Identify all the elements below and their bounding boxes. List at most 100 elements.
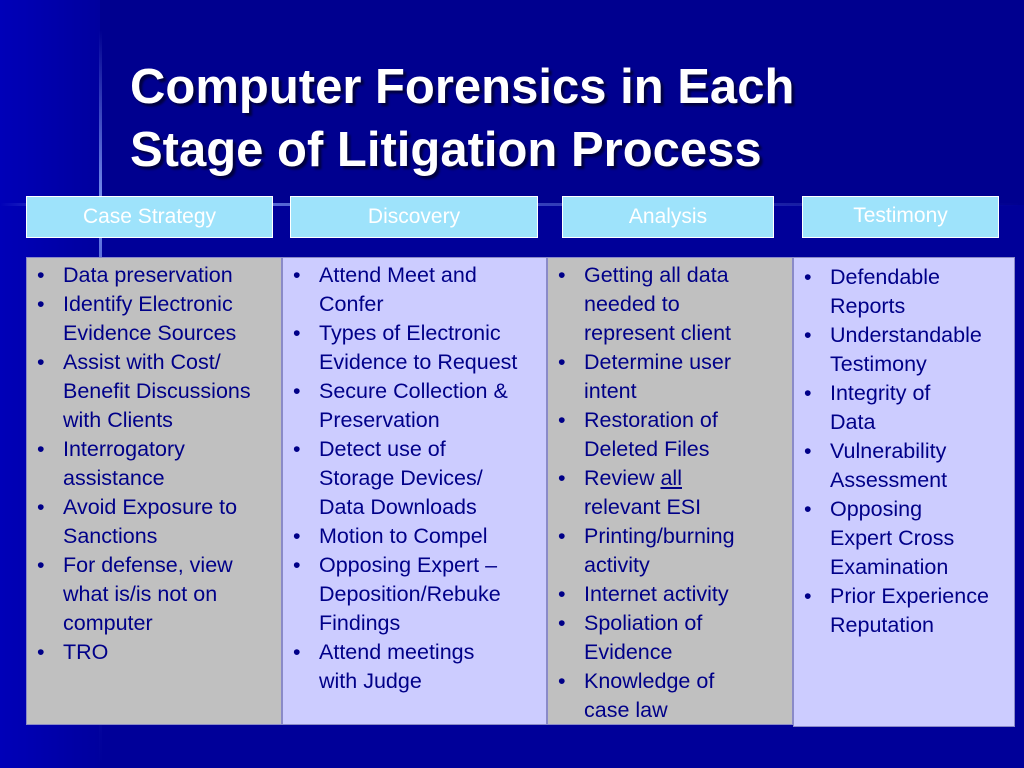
bullet-line: Integrity of: [830, 381, 931, 405]
bullet-line: relevant ESI: [584, 495, 702, 519]
bullet-item: • TRO: [27, 638, 277, 667]
bullet-item: • Spoliation of Evidence: [548, 609, 788, 667]
bullet-item: •Motion to Compel: [283, 522, 542, 551]
bullet-line: Opposing: [830, 497, 923, 521]
bullet-marker: •: [293, 263, 301, 287]
bullet-marker: •: [558, 263, 566, 287]
bullet-item: • Knowledge of case law: [548, 667, 788, 725]
bullet-line: Printing/burning: [584, 524, 735, 548]
bullet-marker: •: [37, 292, 45, 316]
bullet-line: Interrogatory: [63, 437, 185, 461]
bullet-line: Evidence: [584, 640, 673, 664]
bullet-item: • Printing/burning activity: [548, 522, 788, 580]
bullet-item: • Attend meetings with Judge: [283, 638, 542, 696]
bullet-line: with Clients: [63, 408, 173, 432]
bullet-line: Preservation: [319, 408, 440, 432]
bullet-line: Opposing Expert –: [319, 553, 498, 577]
bullet-line: computer: [63, 611, 153, 635]
bullet-line: For defense, view: [63, 553, 233, 577]
bullet-line: Secure Collection &: [319, 379, 508, 403]
bullet-line: Prior Experience: [830, 584, 989, 608]
bullet-item: • Data preservation: [27, 261, 277, 290]
bullet-item: • Internet activity: [548, 580, 788, 609]
bullet-marker: •: [37, 437, 45, 461]
bullet-marker: •: [37, 263, 45, 287]
bullet-line: represent client: [584, 321, 731, 345]
bullet-line: Determine user: [584, 350, 731, 374]
bullet-line: Understandable: [830, 323, 982, 347]
header-case-strategy: Case Strategy: [26, 196, 273, 238]
bullet-item: • Assist with Cost/Benefit Discussions wit…: [27, 348, 277, 435]
bullet-marker: •: [804, 265, 812, 289]
bullet-marker: •: [293, 553, 301, 577]
bullet-line: activity: [584, 553, 650, 577]
bullet-line: Examination: [830, 555, 949, 579]
title-line-2: Stage of Litigation Process: [130, 123, 762, 177]
bullet-line: Internet activity: [584, 582, 729, 606]
bullet-line: Types of Electronic: [319, 321, 501, 345]
bullet-marker: •: [558, 611, 566, 635]
bullet-marker: •: [804, 439, 812, 463]
bullet-line: Benefit Discussions: [63, 379, 251, 403]
bullet-line: Data preservation: [63, 263, 233, 287]
bullet-line: Review all: [584, 466, 682, 490]
bullet-line: what is/is not on: [63, 582, 218, 606]
bullet-line: Evidence to Request: [319, 350, 518, 374]
bullet-marker: •: [293, 437, 301, 461]
bullet-marker: •: [37, 350, 45, 374]
bullet-line: case law: [584, 698, 668, 722]
bullet-marker: •: [804, 323, 812, 347]
bullet-marker: •: [293, 524, 301, 548]
bullet-marker: •: [37, 553, 45, 577]
bullet-marker: •: [37, 495, 45, 519]
bullet-marker: •: [37, 640, 45, 664]
bullet-line: Findings: [319, 611, 401, 635]
bullet-line: Avoid Exposure to: [63, 495, 238, 519]
header-testimony: Testimony: [802, 196, 999, 238]
bullet-line: Expert Cross: [830, 526, 955, 550]
bullet-line: Spoliation of: [584, 611, 703, 635]
bullet-marker: •: [558, 669, 566, 693]
bullet-line: intent: [584, 379, 637, 403]
bullet-line: Confer: [319, 292, 384, 316]
bullet-marker: •: [558, 524, 566, 548]
bullet-line: Data Downloads: [319, 495, 477, 519]
bullet-line: with Judge: [319, 669, 422, 693]
bullet-line: Testimony: [830, 352, 927, 376]
bullet-line: assistance: [63, 466, 165, 490]
bullet-marker: •: [293, 640, 301, 664]
bullet-line: Knowledge of: [584, 669, 715, 693]
bullet-marker: •: [558, 466, 566, 490]
bullet-line: Attend meetings: [319, 640, 475, 664]
bullet-marker: •: [804, 497, 812, 521]
header-analysis: Analysis: [562, 196, 774, 238]
bullet-item: •Secure Collection &Preservation: [283, 377, 542, 435]
bullet-marker: •: [804, 381, 812, 405]
title-line-1: Computer Forensics in Each: [130, 60, 795, 114]
bullet-line: Assist with Cost/: [63, 350, 221, 374]
bullet-marker: •: [558, 582, 566, 606]
bullet-line: TRO: [63, 640, 109, 664]
bullet-line: Reputation: [830, 613, 934, 637]
bullet-line: Storage Devices/: [319, 466, 483, 490]
bullet-item: • Review all relevant ESI: [548, 464, 788, 522]
